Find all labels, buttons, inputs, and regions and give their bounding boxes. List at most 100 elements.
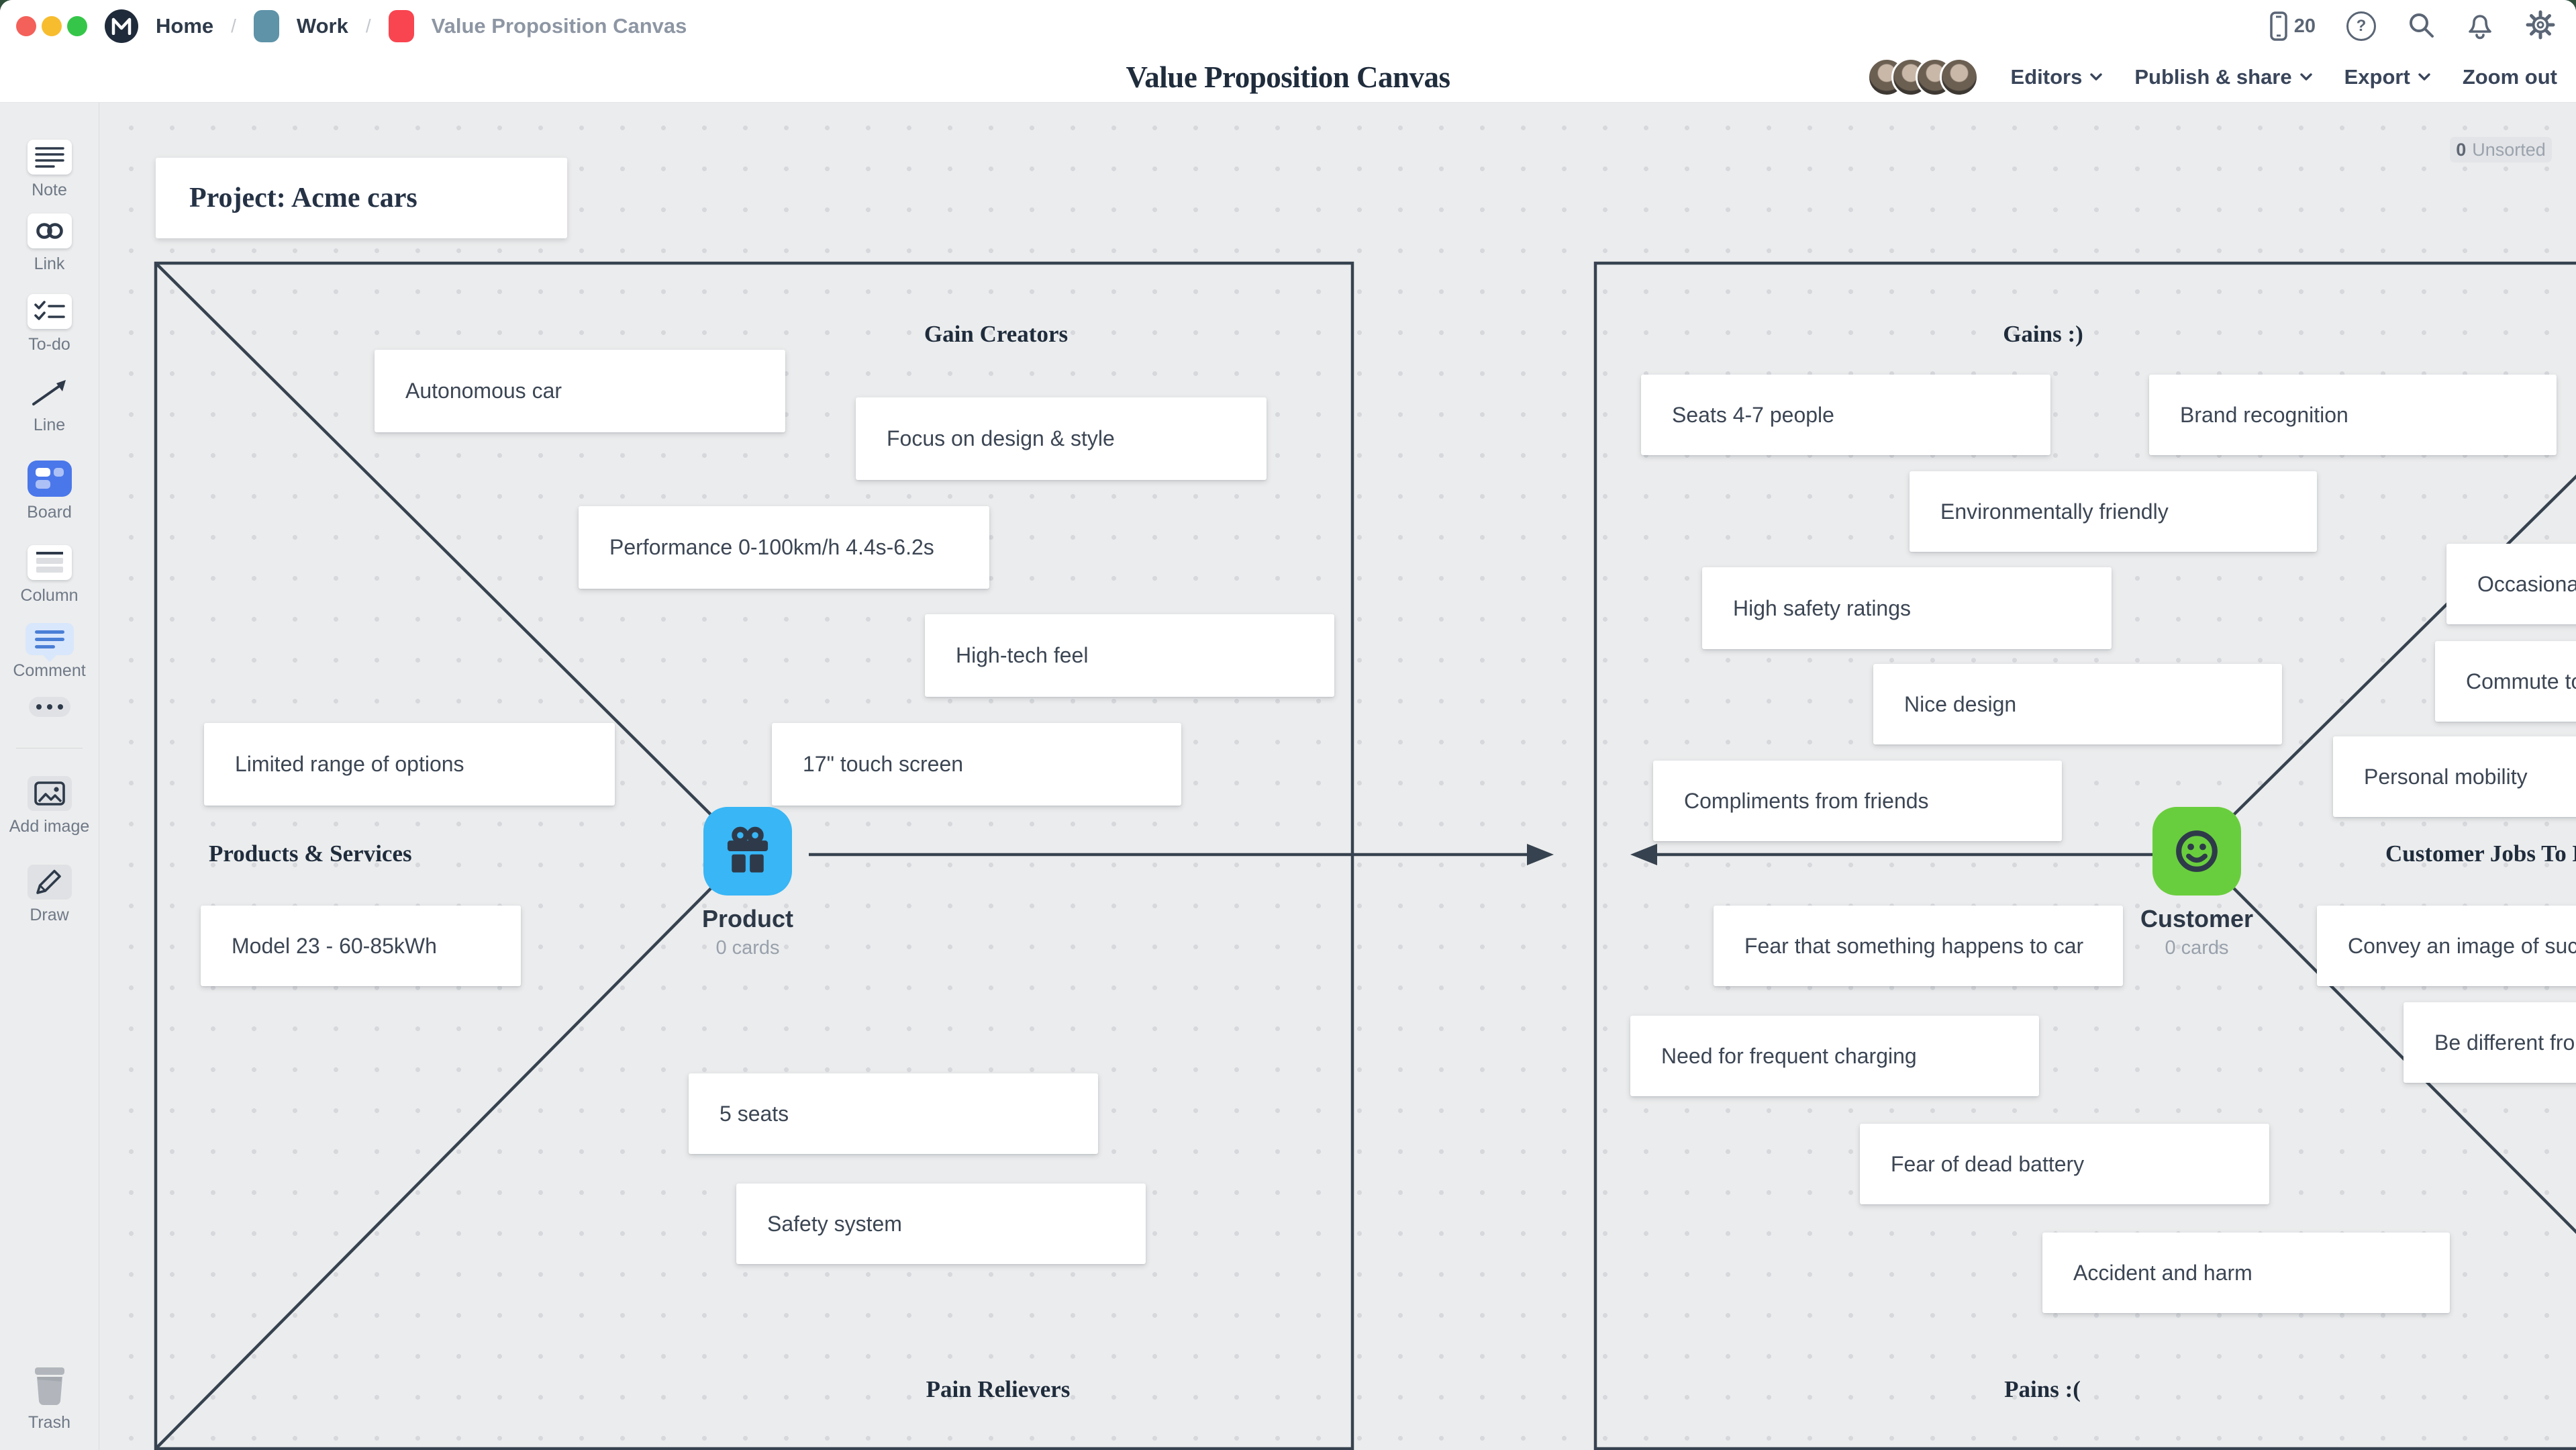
- board-icon: [27, 461, 72, 497]
- search-icon[interactable]: [2407, 11, 2435, 42]
- product-node-meta: 0 cards: [715, 937, 780, 959]
- column-icon: [27, 545, 72, 580]
- canvas-card[interactable]: Focus on design & style: [856, 397, 1267, 480]
- work-board-icon[interactable]: [253, 10, 279, 42]
- section-customer-jobs: Customer Jobs To Be Done: [2385, 840, 2576, 867]
- canvas-card[interactable]: 5 seats: [689, 1073, 1098, 1154]
- device-count-badge[interactable]: 20: [2269, 11, 2316, 41]
- note-icon: [27, 140, 72, 175]
- header-title-row: Value Proposition Canvas Editors Publish…: [0, 52, 2576, 102]
- canvas-card[interactable]: Need for frequent charging: [1630, 1016, 2039, 1096]
- settings-gear-icon[interactable]: [2525, 9, 2556, 44]
- section-pains: Pains :(: [2004, 1376, 2081, 1402]
- tool-comment[interactable]: Comment: [0, 623, 99, 681]
- milanote-logo-icon[interactable]: [105, 9, 138, 43]
- canvas-card[interactable]: Compliments from friends: [1653, 761, 2062, 841]
- zoom-out-button[interactable]: Zoom out: [2462, 65, 2557, 89]
- canvas-card[interactable]: Environmentally friendly: [1910, 471, 2317, 552]
- header-top-row: Home / Work / Value Proposition Canvas 2…: [0, 0, 2576, 52]
- canvas-card[interactable]: Occasional long trips: [2446, 544, 2576, 624]
- canvas-card[interactable]: Safety system: [736, 1183, 1146, 1264]
- canvas-card[interactable]: Commute to work: [2435, 641, 2576, 722]
- chevron-down-icon: [2090, 73, 2103, 81]
- phone-icon: [2269, 11, 2287, 41]
- canvas-card[interactable]: Seats 4-7 people: [1641, 375, 2050, 455]
- project-title-card[interactable]: Project: Acme cars: [156, 158, 567, 238]
- header-icon-bar: 20 ?: [2269, 0, 2556, 52]
- breadcrumb-home[interactable]: Home: [156, 14, 214, 38]
- customer-node-meta: 0 cards: [2165, 937, 2229, 959]
- comment-icon: [25, 623, 74, 662]
- canvas-card[interactable]: Convey an image of success: [2317, 906, 2576, 986]
- customer-square: [1593, 261, 2576, 1450]
- canvas-diagram-lines: [154, 261, 2576, 1450]
- tool-trash[interactable]: Trash: [0, 1365, 99, 1433]
- product-board-node[interactable]: Product 0 cards: [681, 807, 815, 959]
- breadcrumb-separator: /: [365, 15, 371, 36]
- tool-board[interactable]: Board: [0, 461, 99, 522]
- traffic-light-zoom[interactable]: [67, 16, 87, 36]
- publish-share-button[interactable]: Publish & share: [2134, 65, 2312, 89]
- export-button[interactable]: Export: [2344, 65, 2430, 89]
- arrowhead-right: [1527, 844, 1554, 865]
- canvas-card[interactable]: High safety ratings: [1702, 567, 2112, 649]
- breadcrumb-work[interactable]: Work: [296, 14, 348, 38]
- canvas-card[interactable]: Limited range of options: [204, 723, 615, 806]
- board-canvas[interactable]: 0 Unsorted Project: Acme cars Gain Creat…: [99, 102, 2576, 1450]
- arrowhead-left: [1630, 844, 1657, 865]
- tool-sidebar: Note Link To-do Line Board: [0, 102, 99, 1450]
- avatar: [1939, 58, 1979, 97]
- tool-add-image[interactable]: Add image: [0, 776, 99, 836]
- breadcrumb: Home / Work / Value Proposition Canvas: [105, 0, 687, 52]
- traffic-light-close[interactable]: [16, 16, 36, 36]
- canvas-card[interactable]: Brand recognition: [2149, 375, 2557, 455]
- editor-avatars[interactable]: [1867, 58, 1979, 97]
- breadcrumb-current: Value Proposition Canvas: [431, 14, 687, 38]
- tool-more[interactable]: [0, 697, 99, 717]
- tool-draw[interactable]: Draw: [0, 865, 99, 925]
- traffic-light-minimize[interactable]: [42, 16, 62, 36]
- help-icon[interactable]: ?: [2346, 11, 2376, 41]
- line-arrow-icon: [0, 375, 99, 409]
- breadcrumb-separator: /: [231, 15, 236, 36]
- section-gain-creators: Gain Creators: [924, 321, 1069, 347]
- customer-node-label: Customer: [2140, 905, 2254, 932]
- canvas-card[interactable]: Fear that something happens to car: [1714, 906, 2123, 986]
- header-actions: Editors Publish & share Export Zoom out: [1867, 52, 2557, 102]
- tool-todo[interactable]: To-do: [0, 294, 99, 354]
- add-image-icon: [27, 776, 72, 811]
- section-gains: Gains :): [2003, 321, 2083, 347]
- tool-line[interactable]: Line: [0, 375, 99, 435]
- section-products-services: Products & Services: [209, 840, 412, 867]
- current-board-icon: [388, 10, 414, 42]
- canvas-card[interactable]: High-tech feel: [925, 614, 1334, 697]
- canvas-card[interactable]: Performance 0-100km/h 4.4s-6.2s: [579, 506, 989, 589]
- page-title: Value Proposition Canvas: [1126, 60, 1450, 94]
- gift-icon: [703, 807, 792, 896]
- canvas-card[interactable]: Fear of dead battery: [1860, 1124, 2269, 1204]
- canvas-card[interactable]: 17" touch screen: [772, 723, 1181, 806]
- canvas-card[interactable]: Accident and harm: [2042, 1232, 2450, 1313]
- canvas-card[interactable]: Nice design: [1873, 664, 2282, 744]
- canvas-card[interactable]: Model 23 - 60-85kWh: [201, 906, 521, 986]
- editors-menu-button[interactable]: Editors: [2011, 65, 2103, 89]
- section-pain-relievers: Pain Relievers: [926, 1376, 1071, 1402]
- chevron-down-icon: [2299, 73, 2312, 81]
- header: Home / Work / Value Proposition Canvas 2…: [0, 0, 2576, 102]
- trash-icon: [0, 1365, 99, 1407]
- smiley-icon: [2152, 807, 2241, 896]
- link-icon: [27, 213, 72, 248]
- canvas-card[interactable]: Be different from others: [2404, 1002, 2576, 1083]
- device-count: 20: [2293, 15, 2316, 37]
- notifications-bell-icon[interactable]: [2466, 10, 2494, 43]
- tool-link[interactable]: Link: [0, 213, 99, 274]
- tool-column[interactable]: Column: [0, 545, 99, 606]
- canvas-card[interactable]: Personal mobility: [2333, 736, 2576, 817]
- chevron-down-icon: [2418, 73, 2430, 81]
- canvas-card[interactable]: Autonomous car: [375, 350, 785, 432]
- tool-note[interactable]: Note: [0, 140, 99, 200]
- unsorted-badge[interactable]: 0 Unsorted: [2450, 137, 2552, 162]
- todo-icon: [27, 294, 72, 329]
- customer-board-node[interactable]: Customer 0 cards: [2130, 807, 2264, 959]
